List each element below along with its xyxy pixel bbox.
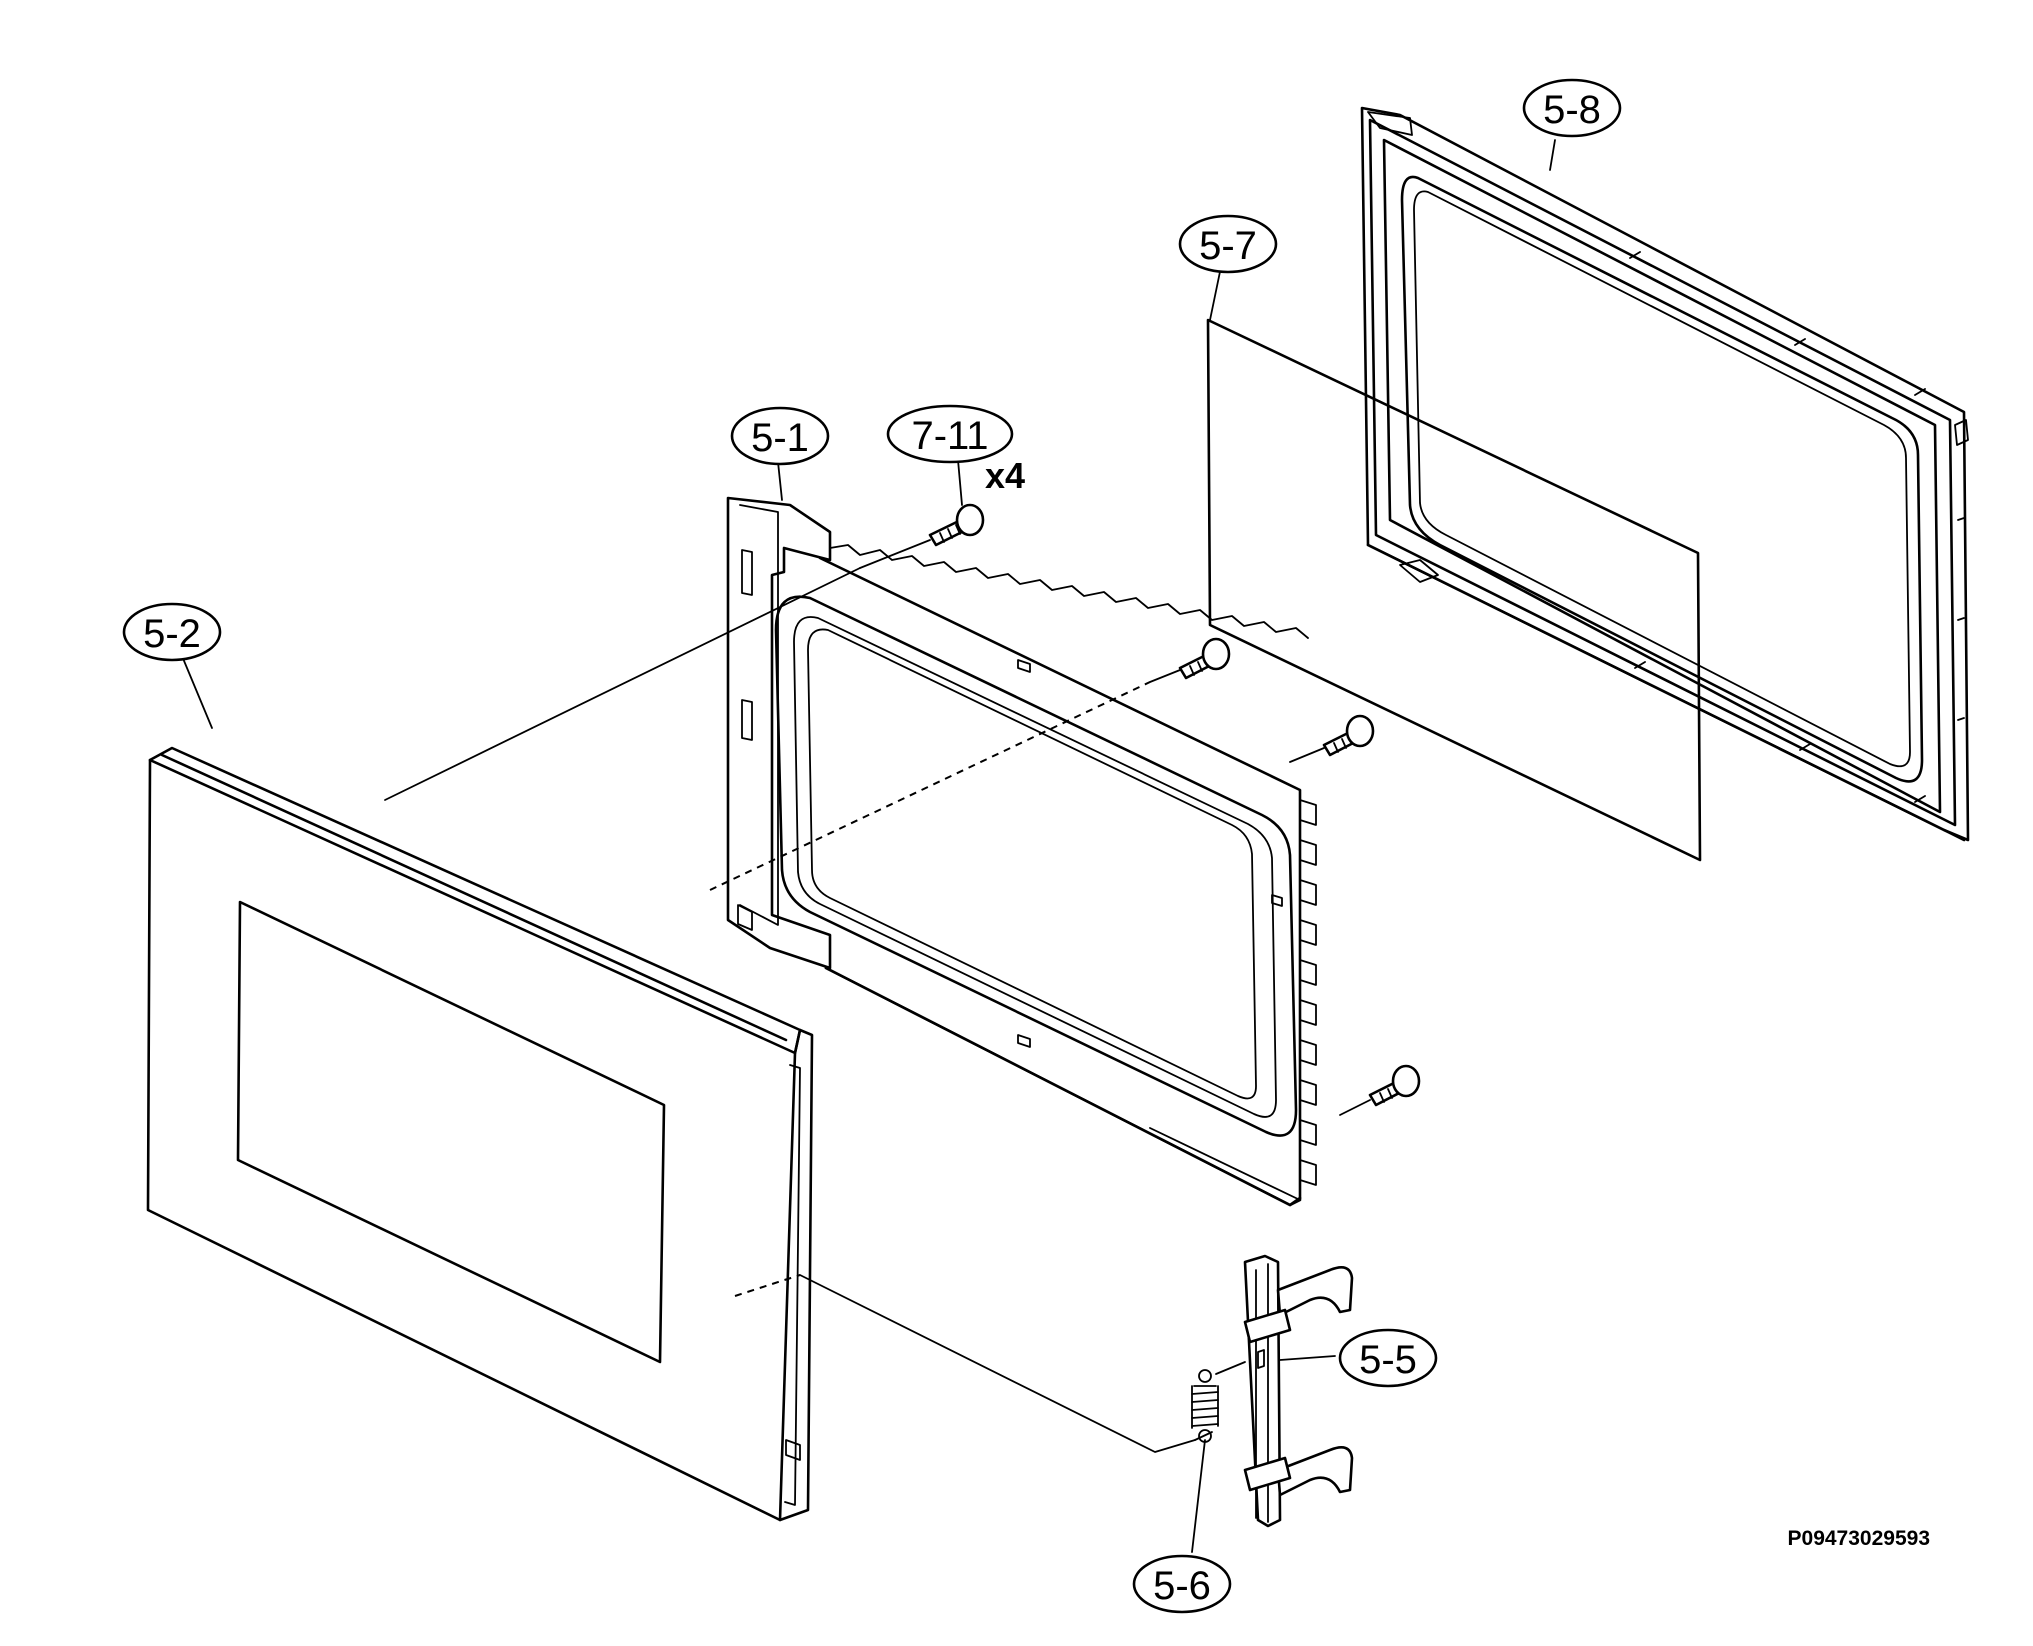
- balloon-5-7: 5-7: [1178, 214, 1278, 274]
- part-5-6-spring: [1191, 1361, 1246, 1443]
- part-5-2-outer-door: [146, 746, 814, 1522]
- label-5-2: 5-2: [143, 612, 201, 656]
- part-5-7-sheet: [1206, 318, 1702, 862]
- balloon-5-6: 5-6: [1132, 1554, 1232, 1614]
- label-5-6: 5-6: [1153, 1564, 1211, 1608]
- balloon-5-5: 5-5: [1338, 1328, 1438, 1388]
- part-5-8-door-frame: [1360, 106, 1970, 842]
- label-5-8: 5-8: [1543, 88, 1601, 132]
- assembly-lines: [181, 139, 1556, 1553]
- quantity-x4: x4: [985, 455, 1025, 496]
- screw-icon: [1322, 714, 1375, 757]
- part-7-11-screws: [859, 503, 1421, 1116]
- screw-icon: [928, 503, 985, 547]
- label-5-5: 5-5: [1359, 1338, 1417, 1382]
- diagram-code: P09473029593: [1788, 1527, 1930, 1550]
- screw-icon: [1368, 1064, 1421, 1107]
- part-5-1-inner-panel: [726, 496, 1317, 1207]
- part-5-5-latch: [1243, 1254, 1354, 1528]
- label-5-1: 5-1: [751, 416, 809, 460]
- balloon-5-8: 5-8: [1522, 78, 1622, 138]
- screw-icon: [1178, 637, 1231, 680]
- label-5-7: 5-7: [1199, 224, 1257, 268]
- balloon-5-1: 5-1: [730, 406, 830, 466]
- balloon-5-2: 5-2: [122, 602, 222, 662]
- balloon-7-11: 7-11: [886, 404, 1014, 464]
- label-7-11: 7-11: [911, 414, 988, 458]
